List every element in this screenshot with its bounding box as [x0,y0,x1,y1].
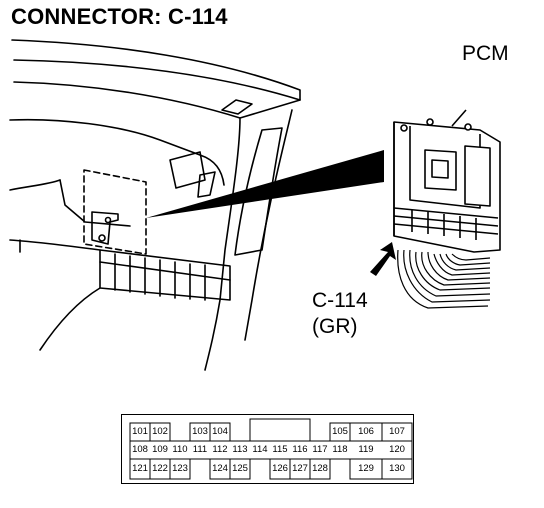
page-title: CONNECTOR: C-114 [11,4,228,29]
pin-124: 124 [212,463,228,474]
dashboard-pcm-illustration [9,39,501,371]
pin-116: 116 [292,444,308,455]
connector-color: (GR) [312,315,358,338]
pin-123: 123 [172,463,188,474]
pin-113: 113 [232,444,248,455]
pin-117: 117 [312,444,328,455]
pin-118: 118 [332,444,348,455]
pin-115: 115 [272,444,288,455]
pinout-grid [129,418,413,480]
connector-id: C-114 [312,289,368,312]
pin-108: 108 [132,444,148,455]
pin-109: 109 [152,444,168,455]
pin-102: 102 [152,426,168,437]
pin-129: 129 [358,463,374,474]
pin-128: 128 [312,463,328,474]
connector-pinout: 101 102 103 104 105 106 107 108 109 110 111 112 113 1… [121,414,414,484]
pin-105: 105 [332,426,348,437]
pin-101: 101 [132,426,148,437]
pin-111: 111 [192,444,208,455]
pin-122: 122 [152,463,168,474]
connector-label: C-114 (GR) [312,288,368,340]
pin-130: 130 [389,463,405,474]
pin-112: 112 [212,444,228,455]
pin-106: 106 [358,426,374,437]
pin-121: 121 [132,463,148,474]
pin-103: 103 [192,426,208,437]
pin-110: 110 [172,444,188,455]
pin-127: 127 [292,463,308,474]
pin-120: 120 [389,444,405,455]
pin-104: 104 [212,426,228,437]
pcm-label: PCM [462,42,509,65]
pin-126: 126 [272,463,288,474]
pin-125: 125 [232,463,248,474]
pin-107: 107 [389,426,405,437]
pin-119: 119 [358,444,374,455]
pin-114: 114 [252,444,268,455]
